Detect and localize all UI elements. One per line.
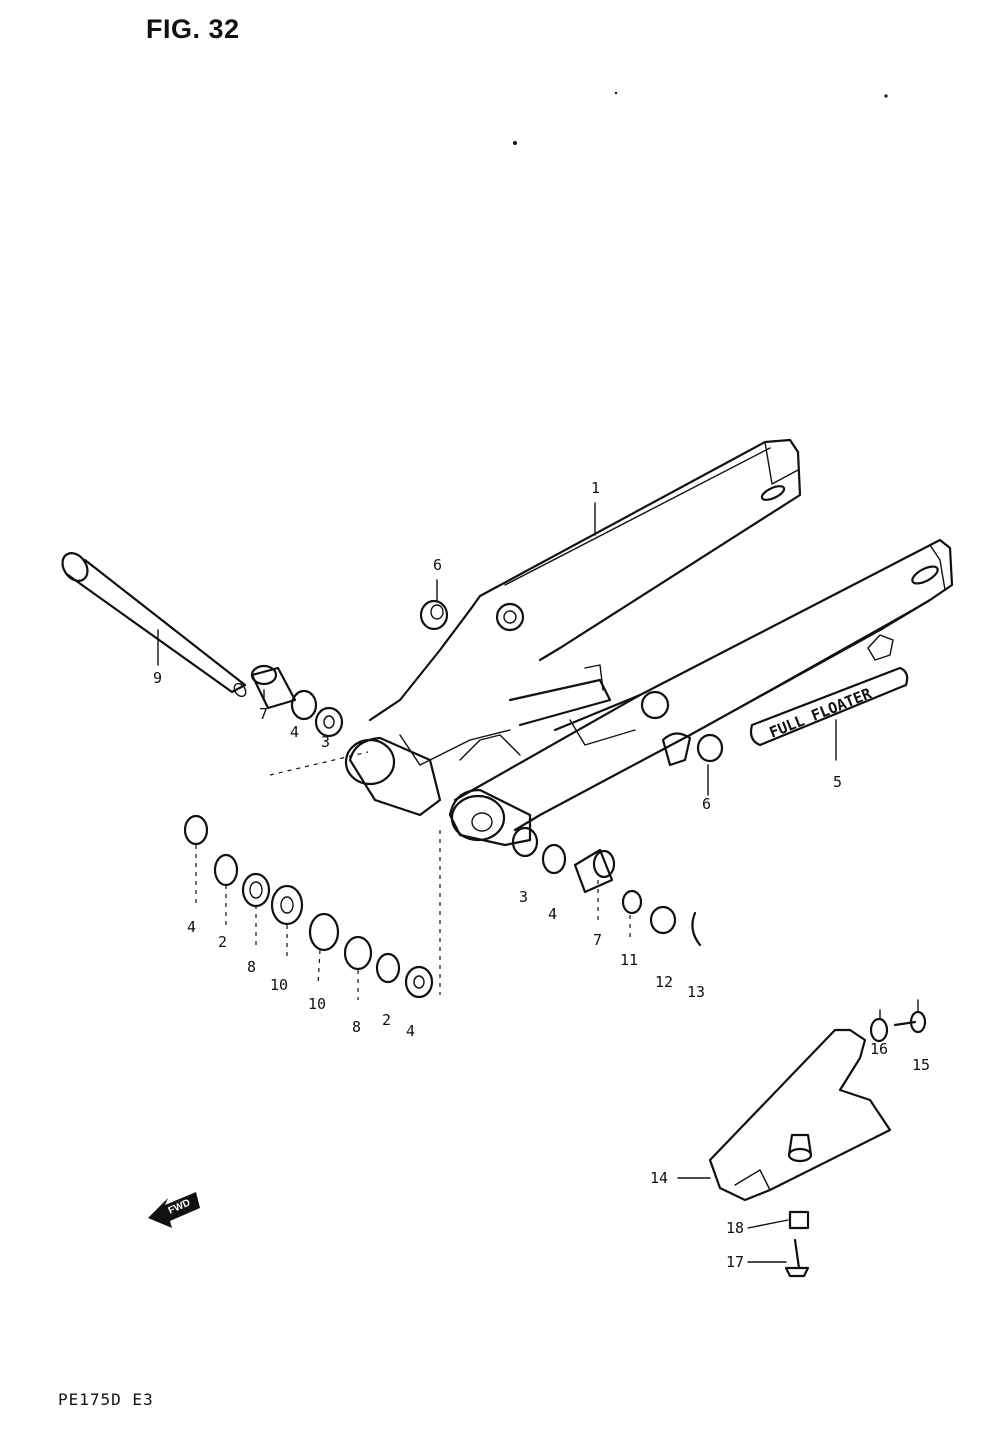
- callout-6: 6: [702, 795, 712, 813]
- swingarm-drawing: [344, 438, 954, 847]
- callout-18: 18: [726, 1219, 745, 1237]
- callout-7: 7: [593, 931, 603, 949]
- pivot-shaft: [61, 552, 247, 698]
- figure-title: FIG. 32: [146, 14, 240, 44]
- small-parts: [183, 599, 724, 999]
- callout-4: 4: [548, 905, 558, 923]
- callout-16: 16: [870, 1040, 889, 1058]
- callout-4: 4: [406, 1022, 416, 1040]
- callout-4: 4: [187, 918, 197, 936]
- callout-15: 15: [912, 1056, 931, 1074]
- model-code: PE175D E3: [58, 1390, 154, 1409]
- callout-13: 13: [687, 983, 706, 1001]
- callout-17: 17: [726, 1253, 745, 1271]
- callout-6: 6: [433, 556, 443, 574]
- callout-3: 3: [519, 888, 529, 906]
- callout-4: 4: [290, 723, 300, 741]
- speck-mark: [513, 141, 517, 145]
- speck-mark: [614, 91, 618, 95]
- callout-5: 5: [833, 773, 843, 791]
- callout-8: 8: [352, 1018, 362, 1036]
- callout-9: 9: [153, 669, 163, 687]
- callout-3: 3: [321, 733, 331, 751]
- callout-12: 12: [655, 973, 674, 991]
- forward-arrow-icon: FWD: [148, 1192, 200, 1228]
- callout-1: 1: [591, 479, 601, 497]
- callout-2: 2: [218, 933, 228, 951]
- chain-tensioner-arm: [708, 1010, 927, 1278]
- callout-8: 8: [247, 958, 257, 976]
- callout-2: 2: [382, 1011, 392, 1029]
- callout-7: 7: [259, 705, 269, 723]
- speck-mark: [884, 94, 888, 98]
- full-floater-badge: FULL FLOATER: [749, 666, 909, 747]
- leader-lines: [157, 502, 919, 1263]
- callout-10: 10: [270, 976, 289, 994]
- callout-11: 11: [620, 951, 639, 969]
- callout-10: 10: [308, 995, 327, 1013]
- callout-14: 14: [650, 1169, 669, 1187]
